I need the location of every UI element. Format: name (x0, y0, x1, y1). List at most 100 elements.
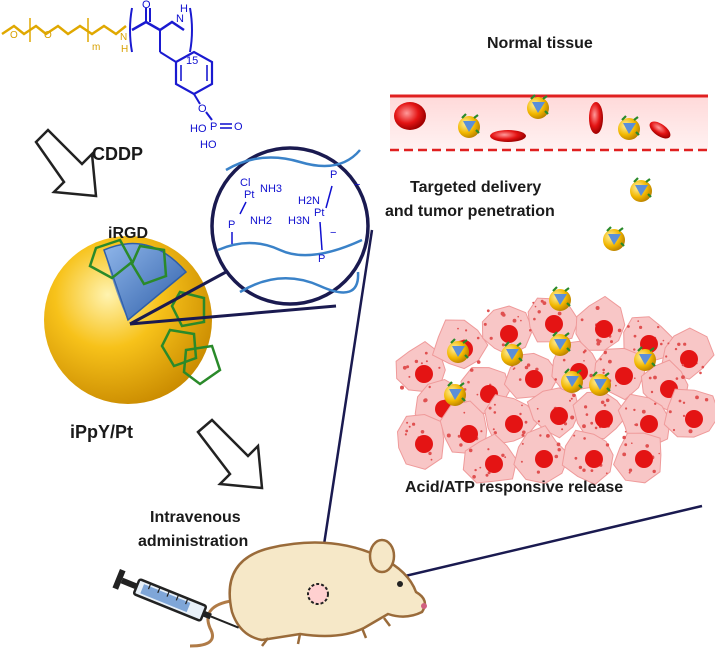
tumor-speck (524, 365, 529, 370)
tumor-speck (485, 473, 489, 477)
tumor-speck (672, 428, 676, 432)
polymer-structure: O O m N H O N H 15 O P O HO HO (1, 0, 243, 151)
tumor-speck (540, 299, 544, 303)
tumor-speck (563, 422, 568, 426)
tumor-speck (570, 415, 575, 420)
tumor-speck (537, 420, 541, 423)
p-top: P (330, 169, 337, 181)
normal-tissue-label: Normal tissue (487, 35, 593, 52)
phosphate-o: O (234, 121, 243, 133)
tumor-speck (557, 448, 561, 452)
tumor-site (307, 583, 329, 605)
tumor-speck (570, 397, 573, 400)
tumor-speck (683, 342, 687, 346)
tumor-speck (653, 375, 657, 380)
p-left: P (228, 219, 235, 231)
tumor-speck (582, 468, 586, 472)
irgd-ligand-2 (130, 244, 168, 286)
tumor-np-core (449, 389, 462, 400)
tumor-speck (542, 301, 547, 305)
tumor-speck (605, 443, 610, 447)
tumor-speck (502, 313, 506, 317)
tumor-speck (617, 328, 622, 333)
tumor-nucleus (615, 367, 633, 385)
tumor-speck (584, 405, 588, 409)
tumor-speck (420, 430, 425, 434)
tumor-speck (625, 407, 628, 410)
tumor-speck (596, 338, 600, 342)
tumor-speck (537, 310, 541, 314)
tumor-speck (590, 421, 594, 425)
tumor-speck (602, 368, 605, 372)
tumor-nucleus (550, 407, 568, 425)
tumor-speck (605, 472, 608, 475)
peg-chain (1, 24, 127, 36)
peg-o2: O (44, 30, 52, 41)
tumor-speck (521, 433, 525, 437)
tumor-speck (428, 451, 432, 456)
tumor-speck (532, 301, 535, 304)
tumor-nucleus (525, 370, 543, 388)
tumor-speck (493, 411, 497, 414)
tumor-speck (605, 398, 610, 403)
tumor-speck (483, 322, 487, 326)
tumor-speck (457, 327, 459, 330)
rbc-1 (394, 102, 426, 130)
nh-left-n: N (120, 32, 127, 43)
tumor-speck (589, 373, 593, 378)
tumor-speck (633, 348, 636, 351)
cddp-arrow (34, 128, 98, 198)
tumor-speck (535, 367, 539, 371)
tumor-nucleus (640, 415, 658, 433)
tumor-speck (402, 365, 407, 370)
nh-left-h: H (121, 44, 128, 55)
tumor-speck (518, 378, 522, 381)
tumor-speck (562, 358, 566, 362)
tumor-np-core (452, 346, 465, 357)
cddp-label: CDDP (92, 144, 143, 164)
benzene-ring (174, 50, 214, 96)
pt-cl: Cl (240, 177, 250, 189)
tumor-speck (662, 339, 665, 342)
tumor-speck (408, 425, 411, 428)
tumor-speck (513, 367, 516, 369)
tumor-speck (574, 456, 578, 460)
tumor-speck (438, 366, 441, 369)
tumor-speck (582, 424, 586, 429)
o-minus-top: − (354, 179, 360, 191)
tumor-speck (665, 355, 668, 358)
tumor-speck (645, 444, 649, 448)
tumor-np-ligand (450, 338, 469, 359)
tumor-np-core (594, 379, 607, 390)
tumor-speck (622, 435, 626, 440)
phosphate-ho1: HO (190, 123, 207, 135)
tumor-speck (539, 434, 542, 437)
tumor-speck (512, 318, 517, 323)
tumor-speck (405, 429, 409, 433)
pt-left: Pt (244, 189, 254, 201)
tumor-speck (648, 376, 652, 380)
tumor-speck (474, 468, 477, 472)
tumor-nucleus (685, 410, 703, 428)
tumor-speck (701, 365, 705, 369)
tumor-speck (486, 309, 490, 313)
tumor-speck (637, 320, 640, 322)
tumor-speck (480, 430, 483, 433)
tumor-speck (520, 319, 522, 322)
iv-step: Intravenous administration (138, 418, 264, 550)
tumor-nucleus (485, 455, 503, 473)
tumor-speck (546, 434, 550, 438)
tumor-speck (657, 325, 660, 329)
tumor-speck (599, 358, 602, 361)
tumor-nucleus (415, 365, 433, 383)
tumor-speck (529, 329, 532, 332)
acid-release-label: Acid/ATP responsive release (405, 479, 623, 496)
tumor-speck (652, 469, 656, 474)
tumor-speck (412, 422, 416, 426)
tumor-nucleus (535, 450, 553, 468)
tumor-speck (489, 336, 493, 340)
tumor-np-core (554, 339, 567, 350)
tumor-speck (536, 407, 539, 410)
tumor-speck (682, 414, 686, 417)
